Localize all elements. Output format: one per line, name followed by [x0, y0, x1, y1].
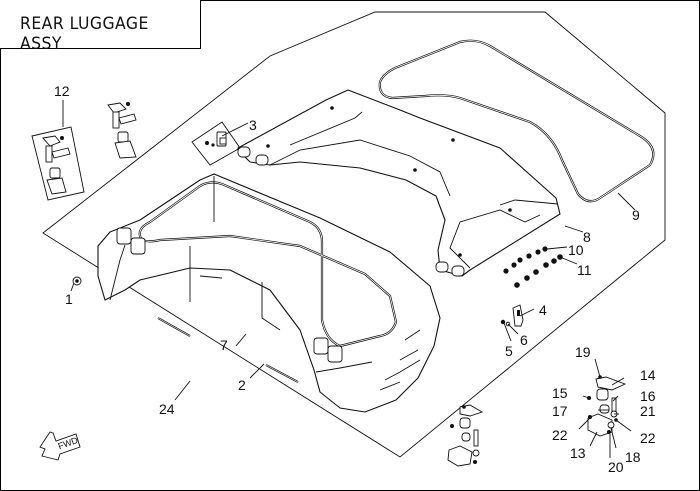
latch-assembly-13-22	[587, 375, 627, 437]
latch-bracket-part-3	[191, 121, 241, 166]
callout-3: 3	[249, 117, 257, 133]
fwd-direction-arrow: FWD	[39, 431, 81, 461]
rod-part-2	[265, 364, 299, 383]
callout-1: 1	[65, 291, 73, 307]
callout-14: 14	[640, 367, 656, 383]
callout-4: 4	[539, 302, 547, 318]
lid-part-8	[237, 89, 561, 277]
luggage-box-body-part-24	[97, 173, 441, 413]
fastener-group-10-11	[503, 246, 563, 288]
hinge-assembly-part-12	[31, 126, 85, 201]
callout-15: 15	[552, 385, 568, 401]
callout-8: 8	[583, 229, 591, 245]
callout-13: 13	[570, 445, 586, 461]
lid-seal-part-9	[378, 39, 655, 203]
callout-24: 24	[159, 401, 175, 417]
callout-11: 11	[577, 262, 592, 278]
callout-2: 2	[238, 377, 246, 393]
callout-16: 16	[640, 388, 656, 404]
callout-20: 20	[608, 459, 624, 475]
callout-22-left: 22	[552, 427, 568, 443]
callout-12: 12	[54, 83, 70, 99]
callout-10: 10	[568, 242, 584, 258]
hinge-assembly-unboxed	[107, 102, 137, 159]
callout-21: 21	[640, 403, 656, 419]
callout-7: 7	[220, 337, 228, 353]
callout-labels: 12 3 1 7 2 24 9 8 10 11 4 6 5 19 14 15 1…	[54, 83, 656, 475]
assembly-boundary-24	[42, 11, 666, 458]
callout-9: 9	[632, 207, 640, 223]
callout-22-right: 22	[640, 430, 656, 446]
callout-19: 19	[575, 344, 591, 360]
callout-18: 18	[625, 449, 641, 465]
nut-part-1	[72, 276, 82, 286]
latch-assembly-bottom	[447, 404, 484, 467]
diagram-title: REAR LUGGAGE ASSY	[20, 14, 149, 54]
rod-loose	[157, 317, 191, 337]
leader-lines	[62, 100, 636, 458]
callout-17: 17	[552, 403, 568, 419]
title-box: REAR LUGGAGE ASSY	[0, 0, 201, 54]
latch-catch-part-4	[512, 304, 524, 327]
callout-6: 6	[520, 332, 528, 348]
callout-5: 5	[505, 343, 513, 359]
